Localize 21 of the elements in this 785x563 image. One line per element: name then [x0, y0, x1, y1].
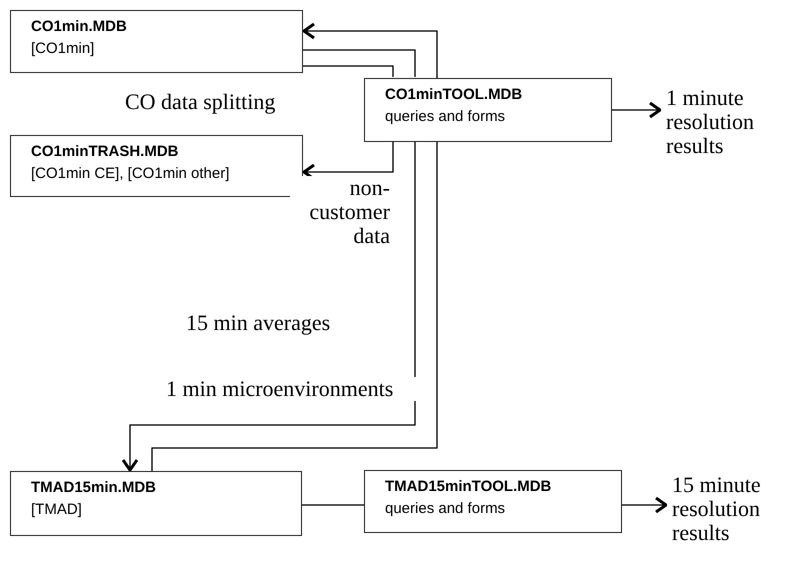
database-box [10, 471, 302, 536]
result-text: 1 minute resolution results [666, 86, 755, 158]
database-box [364, 470, 622, 533]
file-contents: queries and forms [385, 499, 506, 519]
connector-arrow [622, 496, 668, 514]
file-contents: [CO1min CE], [CO1min other] [31, 164, 230, 184]
file-name: TMAD15minTOOL.MDB [385, 477, 552, 497]
result-text: 15 minute resolution results [672, 473, 762, 545]
file-name: CO1minTOOL.MDB [385, 85, 524, 105]
connector-arrow [302, 22, 438, 78]
file-name: TMAD15min.MDB [31, 478, 158, 498]
file-contents: [TMAD] [31, 500, 83, 520]
database-box [10, 135, 303, 197]
connector-arrow [122, 142, 416, 472]
file-name: CO1min.MDB [31, 17, 128, 37]
file-contents: [CO1min] [31, 39, 96, 59]
connector-arrow [612, 102, 662, 118]
database-box [10, 10, 303, 73]
file-contents: queries and forms [385, 107, 506, 127]
file-name: CO1minTRASH.MDB [31, 142, 180, 162]
database-box [364, 78, 612, 142]
